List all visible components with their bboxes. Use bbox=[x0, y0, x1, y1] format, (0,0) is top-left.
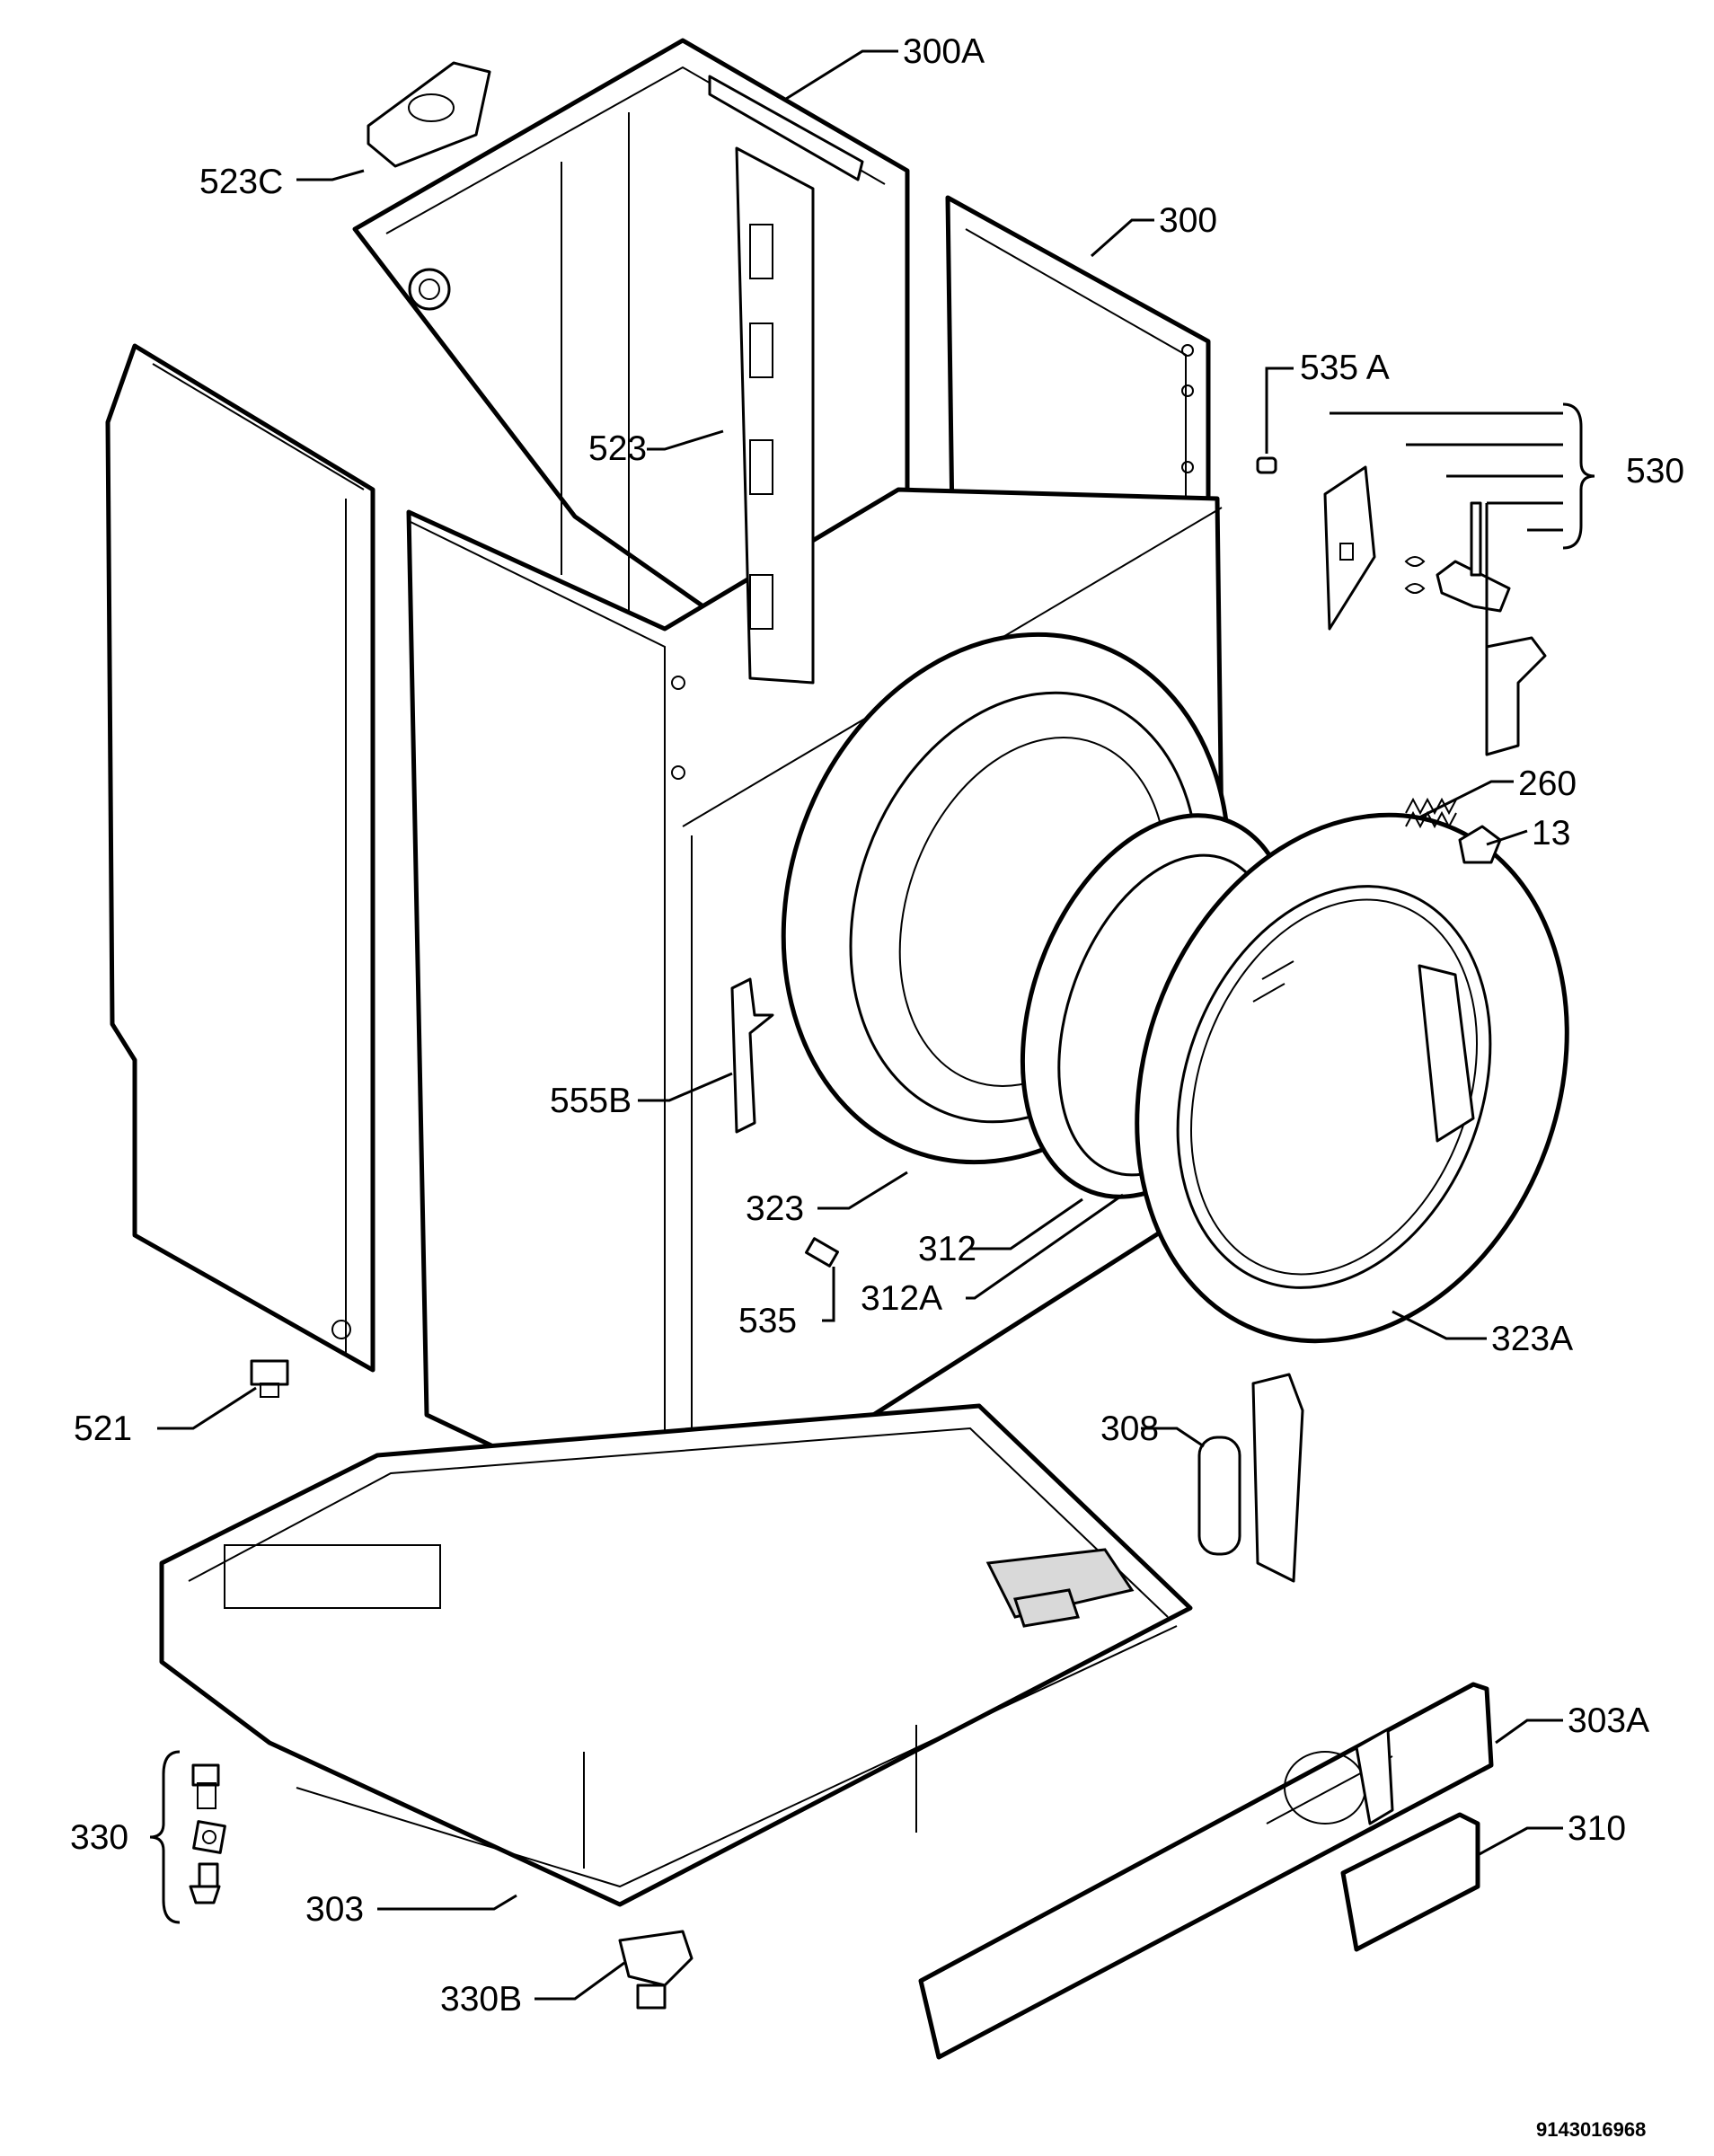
label-303: 303 bbox=[305, 1890, 364, 1929]
label-330: 330 bbox=[70, 1818, 128, 1857]
label-310: 310 bbox=[1568, 1809, 1626, 1848]
label-323a: 323A bbox=[1491, 1320, 1573, 1358]
label-312a: 312A bbox=[861, 1279, 942, 1318]
label-523c: 523C bbox=[199, 163, 283, 201]
label-13: 13 bbox=[1532, 814, 1570, 853]
label-523: 523 bbox=[588, 429, 647, 468]
label-555b: 555B bbox=[550, 1082, 632, 1120]
label-535: 535 bbox=[738, 1302, 797, 1340]
part-523c-clip bbox=[367, 61, 491, 168]
callout-labels: 300A 523C 300 535 A 530 523 260 13 555B … bbox=[70, 32, 1684, 2141]
part-530-door-handle-assembly bbox=[1323, 465, 1547, 756]
part-330b-foot bbox=[618, 1930, 694, 2010]
part-left-side-panel bbox=[105, 343, 375, 1373]
part-521-screw bbox=[250, 1359, 289, 1398]
part-303-base-frame bbox=[159, 1403, 1193, 1907]
part-523-rail bbox=[735, 146, 815, 685]
label-300a: 300A bbox=[903, 32, 985, 71]
part-535a-pin bbox=[1256, 456, 1277, 474]
part-300-cabinet-rear bbox=[945, 195, 1211, 524]
label-521: 521 bbox=[74, 1409, 132, 1448]
label-535a: 535 A bbox=[1300, 349, 1390, 387]
part-303a-control-panel bbox=[918, 1682, 1494, 2060]
part-13-plunger bbox=[1458, 825, 1502, 864]
label-300: 300 bbox=[1159, 201, 1217, 240]
part-535-pin bbox=[805, 1237, 839, 1268]
label-530: 530 bbox=[1626, 452, 1684, 490]
part-260-spring bbox=[1405, 797, 1457, 829]
part-555b-door-lock bbox=[730, 977, 774, 1134]
leader-lines bbox=[149, 49, 1595, 2001]
label-323: 323 bbox=[746, 1189, 804, 1228]
label-308: 308 bbox=[1100, 1409, 1159, 1448]
label-260: 260 bbox=[1518, 764, 1577, 803]
part-330-fasteners bbox=[189, 1763, 226, 1904]
label-303a: 303A bbox=[1568, 1701, 1649, 1740]
label-312: 312 bbox=[918, 1230, 976, 1268]
part-308-hinge bbox=[1197, 1373, 1304, 1583]
label-330b: 330B bbox=[440, 1980, 522, 2019]
drawing-code: 9143016968 bbox=[1536, 2118, 1646, 2141]
part-323a-door bbox=[1135, 812, 1569, 1344]
